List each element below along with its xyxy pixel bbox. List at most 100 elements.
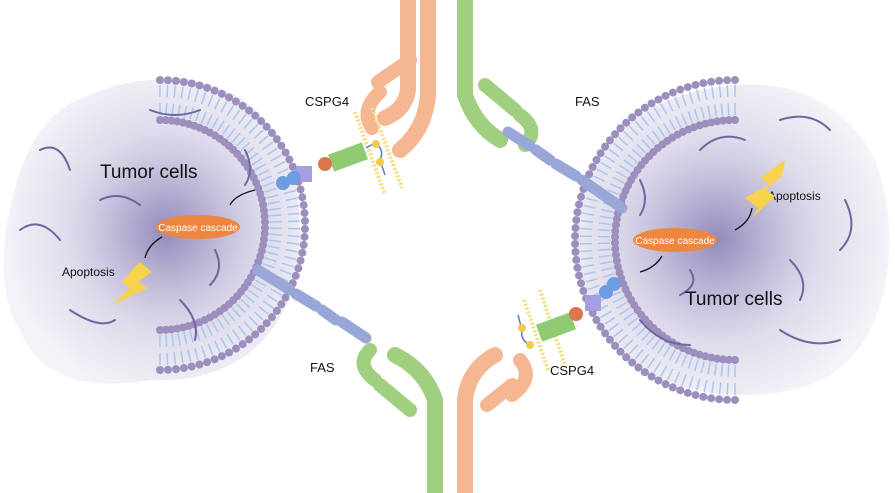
- lipid-head: [713, 117, 722, 126]
- lipid-tail: [646, 134, 656, 145]
- lipid-tail: [653, 361, 662, 373]
- lipid-head: [238, 101, 247, 110]
- lipid-tail: [232, 329, 241, 341]
- lipid-tail: [727, 364, 730, 377]
- lipid-head: [299, 201, 308, 210]
- lipid-tail: [631, 148, 642, 158]
- filament: [209, 249, 220, 286]
- lipid-head: [723, 395, 732, 404]
- lipid-head: [707, 394, 716, 403]
- lipid-tail: [207, 95, 214, 107]
- lipid-tail: [165, 334, 168, 347]
- lipid-tail: [711, 86, 715, 99]
- lipid-head: [203, 358, 212, 367]
- lipid-tail: [276, 168, 289, 175]
- lipid-tail: [647, 357, 656, 369]
- antibody-top-green: [457, 0, 539, 152]
- lipid-tail: [674, 371, 681, 384]
- lipid-tail: [696, 89, 701, 102]
- lipid-tail: [687, 111, 693, 123]
- lipid-tail: [657, 342, 666, 354]
- lipid-tail: [200, 92, 207, 105]
- filament: [244, 149, 251, 186]
- lipid-tail: [270, 154, 282, 162]
- lipid-head: [612, 215, 621, 224]
- lipid-head: [260, 212, 269, 221]
- lipid-tail: [285, 248, 298, 253]
- lipid-head: [573, 208, 582, 217]
- arrow-icon: [734, 207, 753, 231]
- lipid-head: [611, 221, 620, 230]
- lipid-head: [277, 141, 286, 150]
- lipid-tail: [681, 354, 688, 367]
- lipid-tail: [681, 374, 687, 386]
- lipid-tail: [653, 107, 662, 119]
- lipid-tail: [703, 380, 708, 393]
- lipid-tail: [641, 139, 651, 149]
- filament: [99, 195, 141, 206]
- lipid-head: [156, 116, 164, 124]
- lipid-tail: [634, 349, 644, 360]
- lipid-tail: [619, 165, 631, 173]
- lipid-tail: [629, 344, 639, 355]
- lipid-tail: [269, 214, 282, 217]
- lipid-head: [699, 79, 708, 88]
- lipid-head: [713, 354, 722, 363]
- lipid-head: [267, 313, 276, 322]
- lipid-head: [161, 116, 170, 125]
- lipid-head: [661, 380, 670, 389]
- lipid-tail: [596, 168, 609, 176]
- lipid-head: [156, 366, 164, 374]
- lipid-head: [245, 335, 254, 344]
- lipid-head: [723, 76, 732, 85]
- lipid-head: [611, 233, 620, 242]
- lipid-tail: [226, 128, 236, 139]
- lipid-tail: [270, 288, 282, 296]
- lipid-tail: [177, 333, 181, 346]
- lipid-tail: [260, 175, 273, 182]
- lipid-head: [245, 106, 254, 115]
- lipid-head: [668, 88, 677, 97]
- lipid-head: [179, 77, 188, 86]
- lipid-tail: [651, 339, 661, 350]
- lipid-head: [579, 286, 588, 295]
- lipid-tail: [587, 284, 600, 291]
- lipid-tail: [612, 176, 625, 184]
- lipid-tail: [187, 88, 192, 101]
- cspg4-label-top: CSPG4: [305, 94, 349, 109]
- lipid-tail: [696, 378, 701, 391]
- lipid-head: [260, 223, 269, 232]
- lipid-tail: [687, 357, 693, 369]
- lipid-tail: [581, 219, 594, 223]
- lipid-tail: [585, 278, 598, 283]
- lipid-tail: [599, 260, 613, 265]
- lipid-tail: [236, 303, 246, 313]
- lipid-head: [707, 77, 716, 86]
- lipid-head: [298, 248, 307, 257]
- lipid-tail: [268, 207, 281, 211]
- lipid-tail: [713, 363, 718, 376]
- lipid-head: [571, 232, 580, 241]
- lipid-head: [260, 218, 269, 227]
- lipid-tail: [173, 85, 177, 98]
- lipid-tail: [248, 316, 259, 326]
- lipid-head: [683, 388, 692, 397]
- lipid-tail: [244, 294, 255, 304]
- filament: [699, 135, 746, 151]
- lipid-tail: [651, 130, 661, 141]
- lipid-tail: [267, 245, 280, 250]
- lipid-tail: [251, 284, 263, 293]
- lipid-tail: [660, 365, 668, 377]
- lipid-head: [611, 238, 620, 247]
- lipid-head: [699, 392, 708, 401]
- lipid-tail: [216, 318, 225, 330]
- lipid-head: [616, 347, 625, 356]
- lipid-head: [217, 89, 226, 98]
- lipid-tail: [253, 311, 264, 321]
- lipid-head: [731, 356, 739, 364]
- filament: [789, 259, 805, 301]
- apoptosis-label-right: Apoptosis: [768, 189, 821, 203]
- lipid-tail: [206, 114, 213, 126]
- lipid-tail: [599, 215, 613, 220]
